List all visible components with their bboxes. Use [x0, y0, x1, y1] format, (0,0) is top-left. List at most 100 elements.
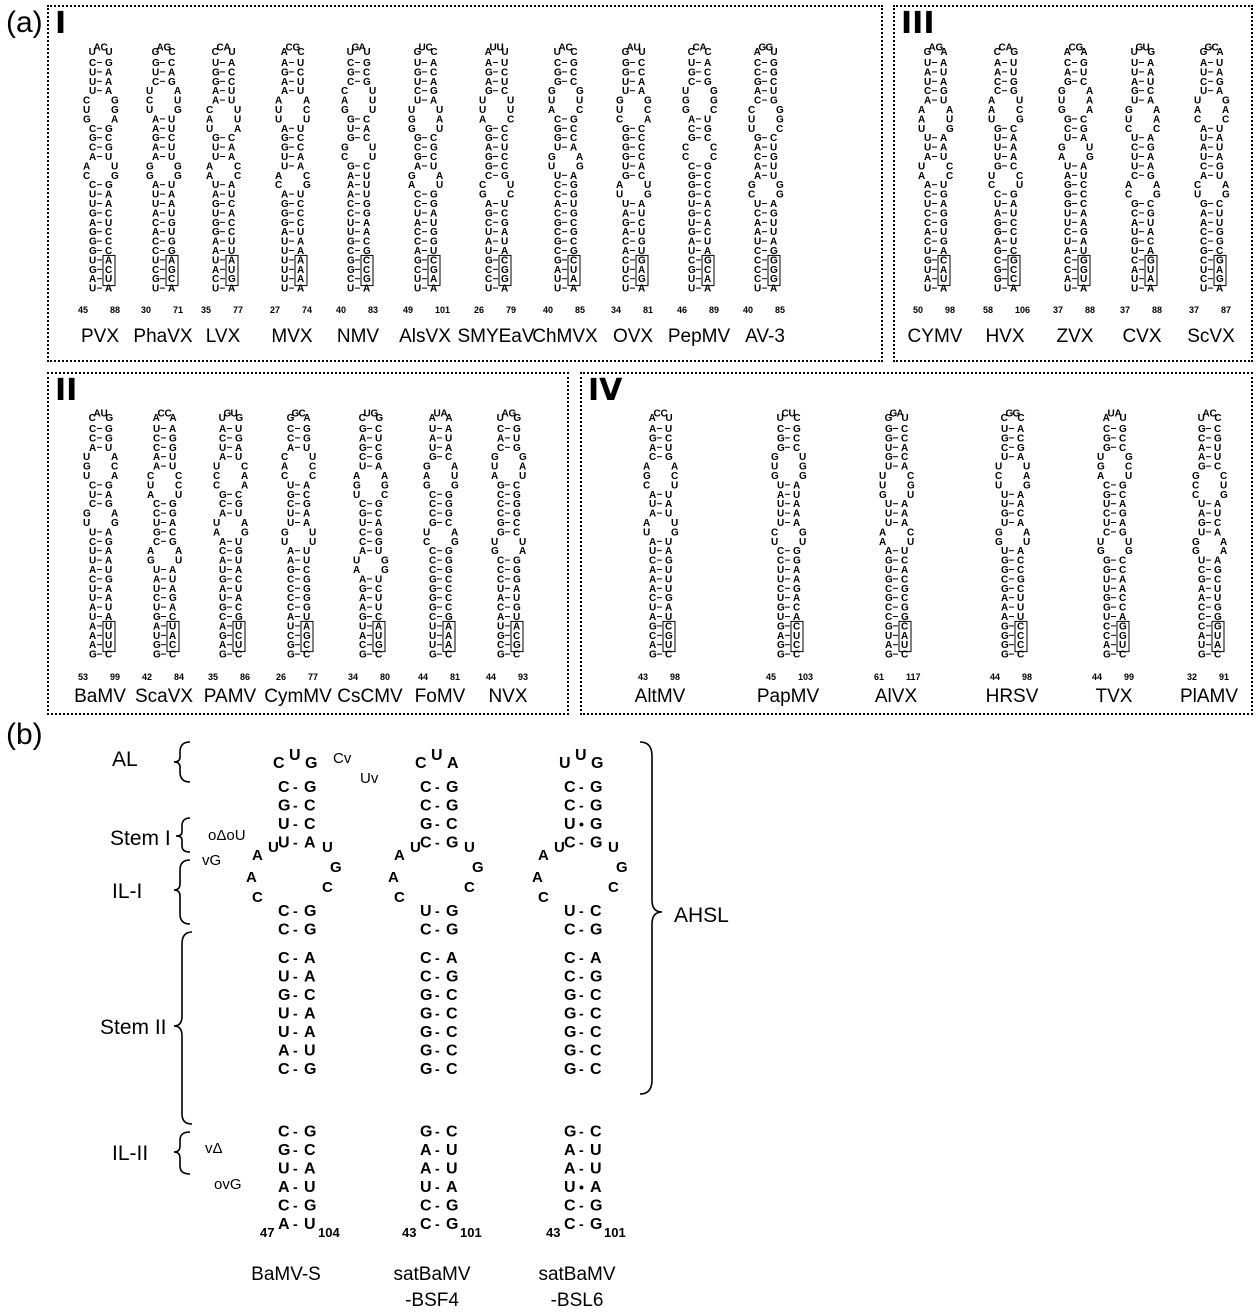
svg-text:U: U: [924, 246, 931, 257]
svg-text:G: G: [1097, 462, 1105, 473]
start-codon-box: [635, 254, 649, 287]
svg-text:U: U: [89, 86, 96, 97]
svg-text:C: C: [275, 180, 282, 191]
svg-text:C: C: [423, 537, 430, 548]
svg-text:U: U: [1108, 409, 1115, 420]
svg-text:A: A: [445, 424, 452, 435]
svg-text:C: C: [590, 1043, 602, 1060]
svg-text:G: G: [671, 527, 679, 538]
svg-text:G: G: [622, 133, 630, 144]
svg-text:C: C: [414, 199, 421, 210]
svg-text:C: C: [228, 199, 235, 210]
svg-text:A: A: [304, 950, 316, 967]
svg-text:U: U: [924, 199, 931, 210]
position-end: 101: [604, 1225, 626, 1240]
svg-text:U: U: [793, 631, 800, 642]
svg-text:A: A: [485, 199, 492, 210]
svg-text:A: A: [359, 433, 366, 444]
svg-text:G: G: [1010, 190, 1018, 201]
svg-text:U: U: [1198, 527, 1205, 538]
svg-text:C: C: [1198, 621, 1205, 632]
svg-text:G: G: [169, 509, 177, 520]
svg-text:U: U: [576, 96, 583, 107]
svg-text:U: U: [169, 452, 176, 463]
svg-text:G: G: [375, 499, 383, 510]
svg-text:C: C: [446, 1061, 458, 1078]
svg-text:U: U: [688, 246, 695, 257]
svg-text:U: U: [1216, 124, 1223, 135]
svg-text:C: C: [1200, 227, 1207, 238]
svg-text:C: C: [1064, 124, 1071, 135]
svg-text:C: C: [638, 133, 645, 144]
svg-text:C: C: [394, 889, 405, 906]
svg-text:G: G: [429, 584, 437, 595]
svg-text:G: G: [1001, 556, 1009, 567]
svg-text:U: U: [1080, 246, 1087, 257]
svg-text:U: U: [940, 67, 947, 78]
svg-text:C: C: [429, 612, 436, 623]
svg-text:G: G: [1216, 227, 1224, 238]
svg-text:C: C: [988, 180, 995, 191]
svg-text:A: A: [485, 47, 492, 58]
svg-text:A: A: [649, 443, 656, 454]
svg-text:U: U: [434, 409, 441, 420]
svg-text:A: A: [297, 284, 304, 295]
svg-text:C: C: [649, 631, 656, 642]
svg-text:U: U: [496, 43, 503, 54]
svg-text:A: A: [445, 443, 452, 454]
svg-text:G: G: [1147, 47, 1155, 58]
virus-label-cymv: CYMV: [907, 326, 963, 347]
svg-text:C: C: [564, 798, 576, 815]
svg-text:G: G: [363, 208, 371, 219]
svg-text:G: G: [1001, 640, 1009, 651]
position-end: 87: [1221, 305, 1231, 315]
svg-text:C: C: [89, 424, 96, 435]
svg-text:U: U: [446, 1161, 458, 1178]
svg-text:G: G: [995, 527, 1003, 538]
svg-text:U: U: [1017, 612, 1024, 623]
svg-text:G: G: [430, 237, 438, 248]
svg-text:G: G: [994, 161, 1002, 172]
svg-text:G: G: [994, 246, 1002, 257]
svg-text:A: A: [777, 490, 784, 501]
svg-text:C: C: [278, 950, 290, 967]
svg-text:C: C: [168, 274, 175, 285]
svg-text:C: C: [901, 621, 908, 632]
svg-text:C: C: [754, 152, 761, 163]
svg-text:A: A: [1198, 631, 1205, 642]
svg-text:U: U: [1220, 480, 1227, 491]
position-start: 26: [474, 305, 484, 315]
svg-text:C: C: [513, 650, 520, 661]
svg-text:C: C: [420, 798, 432, 815]
svg-text:A: A: [1222, 105, 1229, 116]
svg-text:A: A: [1058, 152, 1065, 163]
svg-text:C: C: [704, 227, 711, 238]
svg-text:C: C: [278, 1061, 290, 1078]
svg-text:U: U: [219, 443, 226, 454]
svg-text:-: -: [579, 779, 584, 795]
svg-text:G: G: [1086, 152, 1094, 163]
svg-text:U: U: [105, 47, 112, 58]
svg-text:A: A: [649, 565, 656, 576]
svg-text:C: C: [445, 650, 452, 661]
svg-text:C: C: [1064, 255, 1071, 266]
position-end: 86: [240, 672, 250, 682]
svg-text:A: A: [446, 950, 458, 967]
svg-text:G: G: [168, 265, 176, 276]
svg-text:G: G: [1198, 424, 1206, 435]
svg-text:G: G: [219, 574, 227, 585]
svg-text:G: G: [1147, 208, 1155, 219]
svg-text:G: G: [879, 490, 887, 501]
svg-text:U: U: [924, 284, 931, 295]
position-end: 106: [1015, 305, 1030, 315]
svg-text:A: A: [1017, 452, 1024, 463]
svg-text:A: A: [304, 835, 316, 852]
svg-text:G: G: [408, 171, 416, 182]
svg-text:U: U: [212, 208, 219, 219]
position-start: 44: [418, 672, 428, 682]
svg-text:G: G: [1220, 490, 1228, 501]
svg-text:U: U: [924, 77, 931, 88]
